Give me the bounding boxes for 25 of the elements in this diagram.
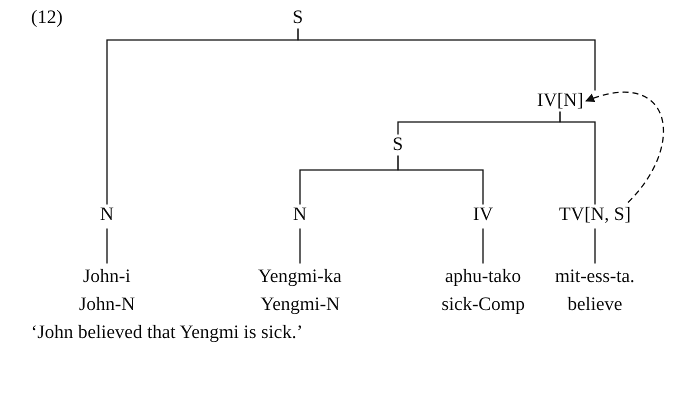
tree-node-label: N: [292, 204, 308, 226]
tree-node-label: aphu-tako: [444, 266, 522, 288]
example-number: (12): [30, 8, 64, 28]
tree-node-label: John-i: [82, 266, 132, 288]
tree-branch-line: [559, 112, 596, 204]
tree-node-label: S: [292, 8, 304, 28]
tree-branch-line: [397, 156, 484, 204]
tree-node-label: mit-ess-ta.: [554, 266, 636, 288]
tree-branch-line: [482, 228, 484, 264]
tree-node-label: Yengmi-ka: [257, 266, 343, 288]
tree-node-label: IV: [472, 204, 494, 226]
gloss-text: Yengmi-N: [260, 294, 341, 316]
tree-branch-line: [106, 228, 108, 264]
dashed-arrow: [585, 92, 664, 203]
gloss-text: John-N: [78, 294, 136, 316]
tree-branch-line: [297, 28, 596, 90]
tree-node-label: IV[N]: [536, 90, 584, 112]
translation-caption: ‘John believed that Yengmi is sick.’: [30, 322, 304, 344]
tree-branch-line: [299, 228, 301, 264]
gloss-text: sick-Comp: [440, 294, 526, 316]
gloss-text: believe: [566, 294, 624, 316]
tree-node-label: TV[N, S]: [558, 204, 632, 226]
tree-node-label: S: [392, 134, 404, 156]
tree-branch-line: [594, 228, 596, 264]
tree-node-label: N: [99, 204, 115, 226]
